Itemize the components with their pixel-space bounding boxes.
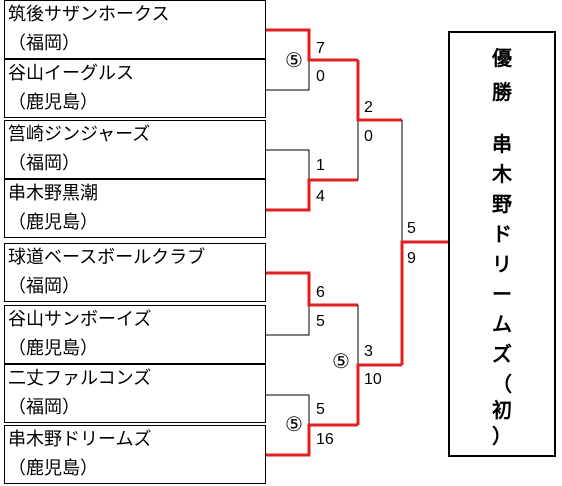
team-cell-8: 串木野ドリームズ （鹿児島） xyxy=(4,425,266,484)
team-name: 筥崎ジンジャーズ xyxy=(8,124,151,145)
bracket-line-loser xyxy=(266,394,310,425)
champion-heading-char: 勝 xyxy=(492,80,512,104)
champion-name-char: ） xyxy=(492,424,512,448)
score-match1-bottom: 0 xyxy=(316,68,325,85)
score-match1-top: 7 xyxy=(316,40,325,57)
score-semi1-top: 2 xyxy=(364,99,373,116)
team-cell-7: 二丈ファルコンズ （福岡） xyxy=(4,364,266,423)
shortened-game-mark: ⑤ xyxy=(332,349,350,373)
champion-box: 優 勝 串 木 野 ド リ ー ム ズ （ 初 ） xyxy=(448,31,556,457)
champion-name-char: 串 xyxy=(492,132,512,156)
team-prefecture: （福岡） xyxy=(8,276,80,297)
team-cell-5: 球道ベースボールクラブ （福岡） xyxy=(4,243,266,302)
team-name: 二丈ファルコンズ xyxy=(8,368,152,389)
bracket-line-winner xyxy=(356,60,402,122)
team-name: 球道ベースボールクラブ xyxy=(8,247,206,268)
champion-name-char: 木 xyxy=(492,162,512,186)
score-match3-top: 6 xyxy=(316,284,325,301)
champion-name-char: リ xyxy=(492,252,512,276)
team-prefecture: （鹿児島） xyxy=(8,212,98,233)
score-match4-top: 5 xyxy=(316,401,325,418)
team-prefecture: （鹿児島） xyxy=(8,458,98,479)
score-semi2-bottom: 10 xyxy=(364,371,382,388)
bracket-line-winner xyxy=(266,178,358,212)
team-cell-4: 串木野黒潮 （鹿児島） xyxy=(4,179,266,238)
score-match2-top: 1 xyxy=(316,157,325,174)
champion-name-char: （ xyxy=(492,372,512,396)
team-cell-6: 谷山サンボーイズ （鹿児島） xyxy=(4,305,266,364)
shortened-game-mark: ⑤ xyxy=(285,412,303,436)
score-match2-bottom: 4 xyxy=(316,188,325,205)
bracket-line-winner xyxy=(400,240,448,365)
shortened-game-mark: ⑤ xyxy=(285,48,303,72)
team-name: 串木野黒潮 xyxy=(8,183,98,204)
score-final-bottom: 9 xyxy=(407,250,416,267)
team-prefecture: （鹿児島） xyxy=(8,92,98,113)
score-final-top: 5 xyxy=(407,220,416,237)
team-name: 串木野ドリームズ xyxy=(8,429,152,450)
team-prefecture: （福岡） xyxy=(8,33,80,54)
champion-heading-char: 優 xyxy=(492,46,512,70)
champion-name-char: 野 xyxy=(492,192,512,216)
team-cell-3: 筥崎ジンジャーズ （福岡） xyxy=(4,120,266,179)
bracket-line-winner xyxy=(356,363,402,425)
team-cell-2: 谷山イーグルス （鹿児島） xyxy=(4,59,266,118)
score-match3-bottom: 5 xyxy=(316,313,325,330)
champion-name-char: 初 xyxy=(492,398,512,422)
bracket-line-loser xyxy=(266,305,310,336)
team-name: 谷山イーグルス xyxy=(8,63,134,84)
team-prefecture: （鹿児島） xyxy=(8,338,98,359)
team-prefecture: （福岡） xyxy=(8,397,80,418)
score-semi1-bottom: 0 xyxy=(364,128,373,145)
champion-name-char: ド xyxy=(492,222,512,246)
score-semi2-top: 3 xyxy=(364,343,373,360)
bracket-line-loser xyxy=(266,149,310,180)
champion-name-char: ム xyxy=(492,312,512,336)
bracket-line-loser xyxy=(266,60,310,91)
team-cell-1: 筑後サザンホークス （福岡） xyxy=(4,0,266,59)
bracket-line-winner xyxy=(266,28,358,62)
bracket-line-winner xyxy=(266,423,358,457)
champion-name-char: ズ xyxy=(492,342,512,366)
champion-name-char: ー xyxy=(492,282,512,306)
team-name: 筑後サザンホークス xyxy=(8,4,170,25)
bracket-line-winner xyxy=(266,271,358,307)
team-name: 谷山サンボーイズ xyxy=(8,309,152,330)
team-prefecture: （福岡） xyxy=(8,153,80,174)
score-match4-bottom: 16 xyxy=(316,431,334,448)
